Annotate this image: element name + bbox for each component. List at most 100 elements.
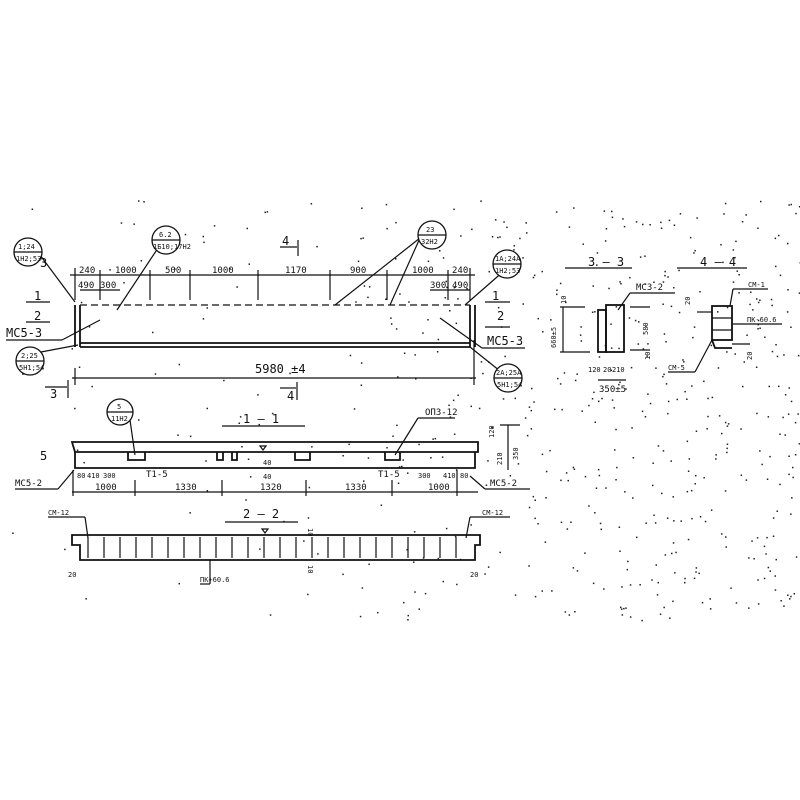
stirrups (87, 537, 457, 558)
noise-dot (774, 589, 777, 591)
noise-dot (695, 571, 697, 573)
noise-dot (770, 298, 773, 301)
noise-dot (598, 356, 601, 358)
noise-dot (396, 424, 398, 427)
drawing-text: 350 (512, 447, 520, 460)
noise-dot (591, 398, 594, 400)
drawing-text: 410 (443, 472, 456, 480)
noise-dot (732, 281, 735, 283)
noise-dot (449, 310, 451, 312)
noise-dot (455, 469, 458, 471)
drawing-text: 1;24 (18, 243, 35, 251)
noise-dot (598, 400, 600, 403)
noise-dot (610, 323, 612, 325)
noise-dot (735, 602, 738, 604)
noise-dot (726, 351, 728, 353)
noise-dot (645, 522, 647, 524)
noise-dot (414, 591, 416, 593)
noise-dot (667, 412, 669, 415)
drawing-text: 120 (488, 425, 496, 438)
noise-dot (634, 319, 637, 322)
noise-dot (189, 512, 191, 514)
noise-dot (673, 287, 675, 289)
noise-dot (798, 443, 800, 445)
drawing-text: 40 (263, 459, 271, 467)
noise-dot (229, 267, 231, 270)
noise-dot (615, 428, 617, 431)
noise-dot (598, 474, 601, 477)
noise-dot (430, 457, 432, 459)
noise-dot (307, 517, 310, 519)
noise-dot (792, 466, 794, 469)
noise-dot (109, 269, 111, 271)
noise-dot (618, 347, 620, 350)
noise-dot (710, 509, 713, 511)
noise-dot (749, 303, 751, 306)
noise-dot (592, 582, 595, 585)
noise-dot (442, 257, 445, 259)
section-mark: 2 (497, 309, 504, 323)
noise-dot (203, 241, 205, 244)
noise-dot (687, 538, 690, 541)
noise-dot (603, 588, 605, 590)
noise-dot (427, 319, 429, 321)
section-3-3: 3 — 3 МСЗ-2 660±5 10 580 10 120 20 210 3… (550, 255, 675, 395)
noise-dot (694, 249, 696, 252)
noise-dot (584, 552, 586, 554)
noise-dot (271, 412, 274, 415)
noise-dot (470, 405, 472, 408)
noise-dot (289, 372, 291, 375)
label-pk-60-6: ПК-60.6 (747, 316, 777, 324)
noise-dot (403, 601, 405, 604)
noise-dot (684, 577, 686, 580)
drawing-text: 20 (684, 297, 692, 305)
noise-dot (308, 486, 311, 489)
noise-dot (784, 394, 787, 396)
noise-dot (748, 557, 750, 559)
dim: 500 (165, 266, 181, 276)
noise-dot (380, 504, 383, 506)
noise-dot (725, 536, 727, 538)
noise-dot (559, 282, 562, 285)
noise-dot (528, 565, 530, 567)
noise-dot (123, 282, 125, 284)
noise-dot (138, 419, 140, 421)
noise-dot (782, 416, 784, 419)
top-slab (70, 441, 479, 453)
noise-dot (709, 608, 712, 610)
noise-dot (574, 379, 577, 382)
noise-dot (446, 286, 448, 289)
noise-dot (522, 257, 524, 259)
noise-dot (594, 512, 596, 514)
noise-dot (245, 499, 247, 501)
noise-dot (756, 537, 759, 539)
noise-dot (413, 561, 415, 563)
noise-dot (688, 458, 691, 460)
noise-dot (386, 227, 388, 230)
drawing-text: 1320 (260, 483, 282, 493)
noise-dot (652, 462, 654, 464)
callout: 2;25 5Н1;54 (15, 346, 45, 376)
noise-dot (528, 506, 531, 509)
noise-dot (236, 286, 238, 288)
noise-dot (619, 281, 621, 283)
noise-dot (310, 203, 313, 205)
noise-dot (603, 210, 606, 212)
noise-dot (663, 606, 665, 609)
noise-dot (628, 317, 631, 319)
dim: 1000 (212, 266, 234, 276)
noise-dot (397, 482, 400, 484)
noise-dot (790, 513, 792, 515)
noise-dot (672, 496, 674, 498)
noise-dot (767, 566, 770, 569)
noise-dot (386, 447, 388, 449)
noise-dot (189, 435, 192, 438)
noise-dot (663, 373, 665, 376)
label-cm-12-right: СМ-12 (482, 509, 503, 517)
noise-dot (695, 567, 698, 569)
noise-dot (778, 385, 780, 388)
noise-dot (763, 577, 766, 580)
noise-dot (670, 305, 673, 308)
noise-dot (759, 450, 761, 452)
noise-dot (445, 280, 447, 283)
